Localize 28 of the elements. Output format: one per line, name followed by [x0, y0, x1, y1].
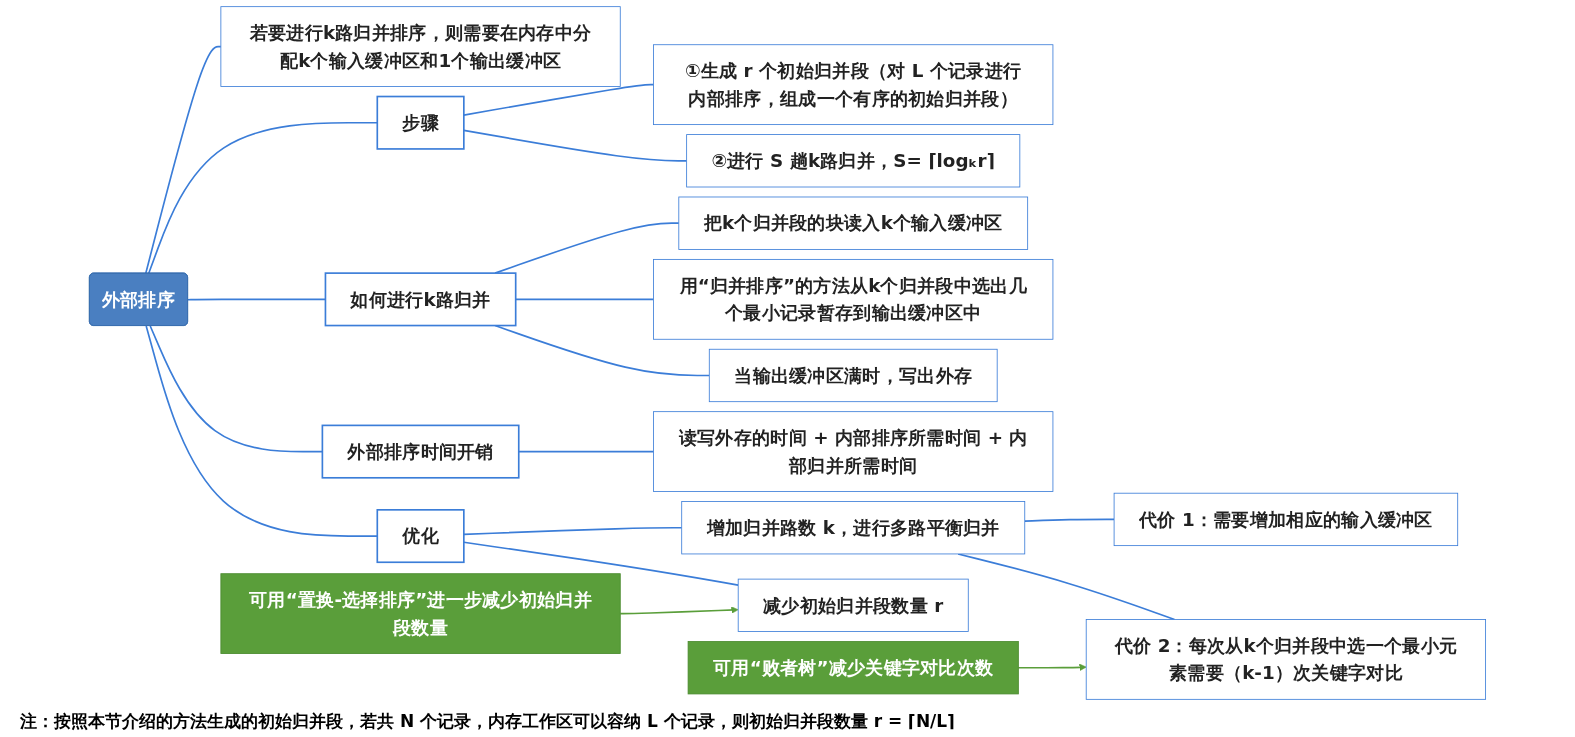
- node-box: 减少初始归并段数量 r: [737, 578, 969, 632]
- node-box: 当输出缓冲区满时，写出外存: [708, 348, 998, 403]
- node-box: 外部排序时间开销: [321, 424, 520, 479]
- connector: [494, 324, 711, 377]
- node-box: 步骤: [376, 95, 465, 150]
- node-box: 把k个归并段的块读入k个输入缓冲区: [678, 196, 1029, 250]
- node-box: 读写外存的时间 + 内部排序所需时间 + 内部归并所需时间: [653, 411, 1054, 492]
- connector: [463, 526, 683, 536]
- connector: [463, 83, 655, 116]
- arrow: [1017, 663, 1087, 671]
- node-box: 代价 1：需要增加相应的输入缓冲区: [1113, 492, 1459, 547]
- connector: [494, 222, 680, 274]
- arrow: [619, 606, 739, 615]
- node-box: 若要进行k路归并排序，则需要在内存中分配k个输入缓冲区和1个输出缓冲区: [220, 6, 621, 87]
- node-box: 用“归并排序”的方法从k个归并段中选出几个最小记录暂存到输出缓冲区中: [653, 258, 1054, 340]
- connector: [463, 541, 740, 586]
- node-box: 如何进行k路归并: [324, 272, 517, 327]
- node-box: 可用“败者树”减少关键字对比次数: [687, 641, 1019, 695]
- connector: [463, 129, 688, 162]
- connector: [1023, 518, 1115, 522]
- node-box: 优化: [376, 509, 465, 564]
- connector: [144, 45, 222, 275]
- node-box: ②进行 S 趟k路归并，S= ⌈logₖr⌉: [686, 134, 1021, 188]
- node-box: 代价 2：每次从k个归并段中选一个最小元素需要（k-1）次关键字对比: [1085, 619, 1486, 700]
- node-box: 可用“置换-选择排序”进一步减少初始归并段数量: [220, 573, 621, 654]
- node-box: ①生成 r 个初始归并段（对 L 个记录进行内部排序，组成一个有序的初始归并段）: [653, 44, 1054, 125]
- note-text: 注：按照本节介绍的方法生成的初始归并段，若共 N 个记录，内存工作区可以容纳 L 个记录，则初始归并段数量 r = ⌈N/L⌉: [19, 710, 956, 733]
- node-box: 增加归并路数 k，进行多路平衡归并: [681, 501, 1026, 555]
